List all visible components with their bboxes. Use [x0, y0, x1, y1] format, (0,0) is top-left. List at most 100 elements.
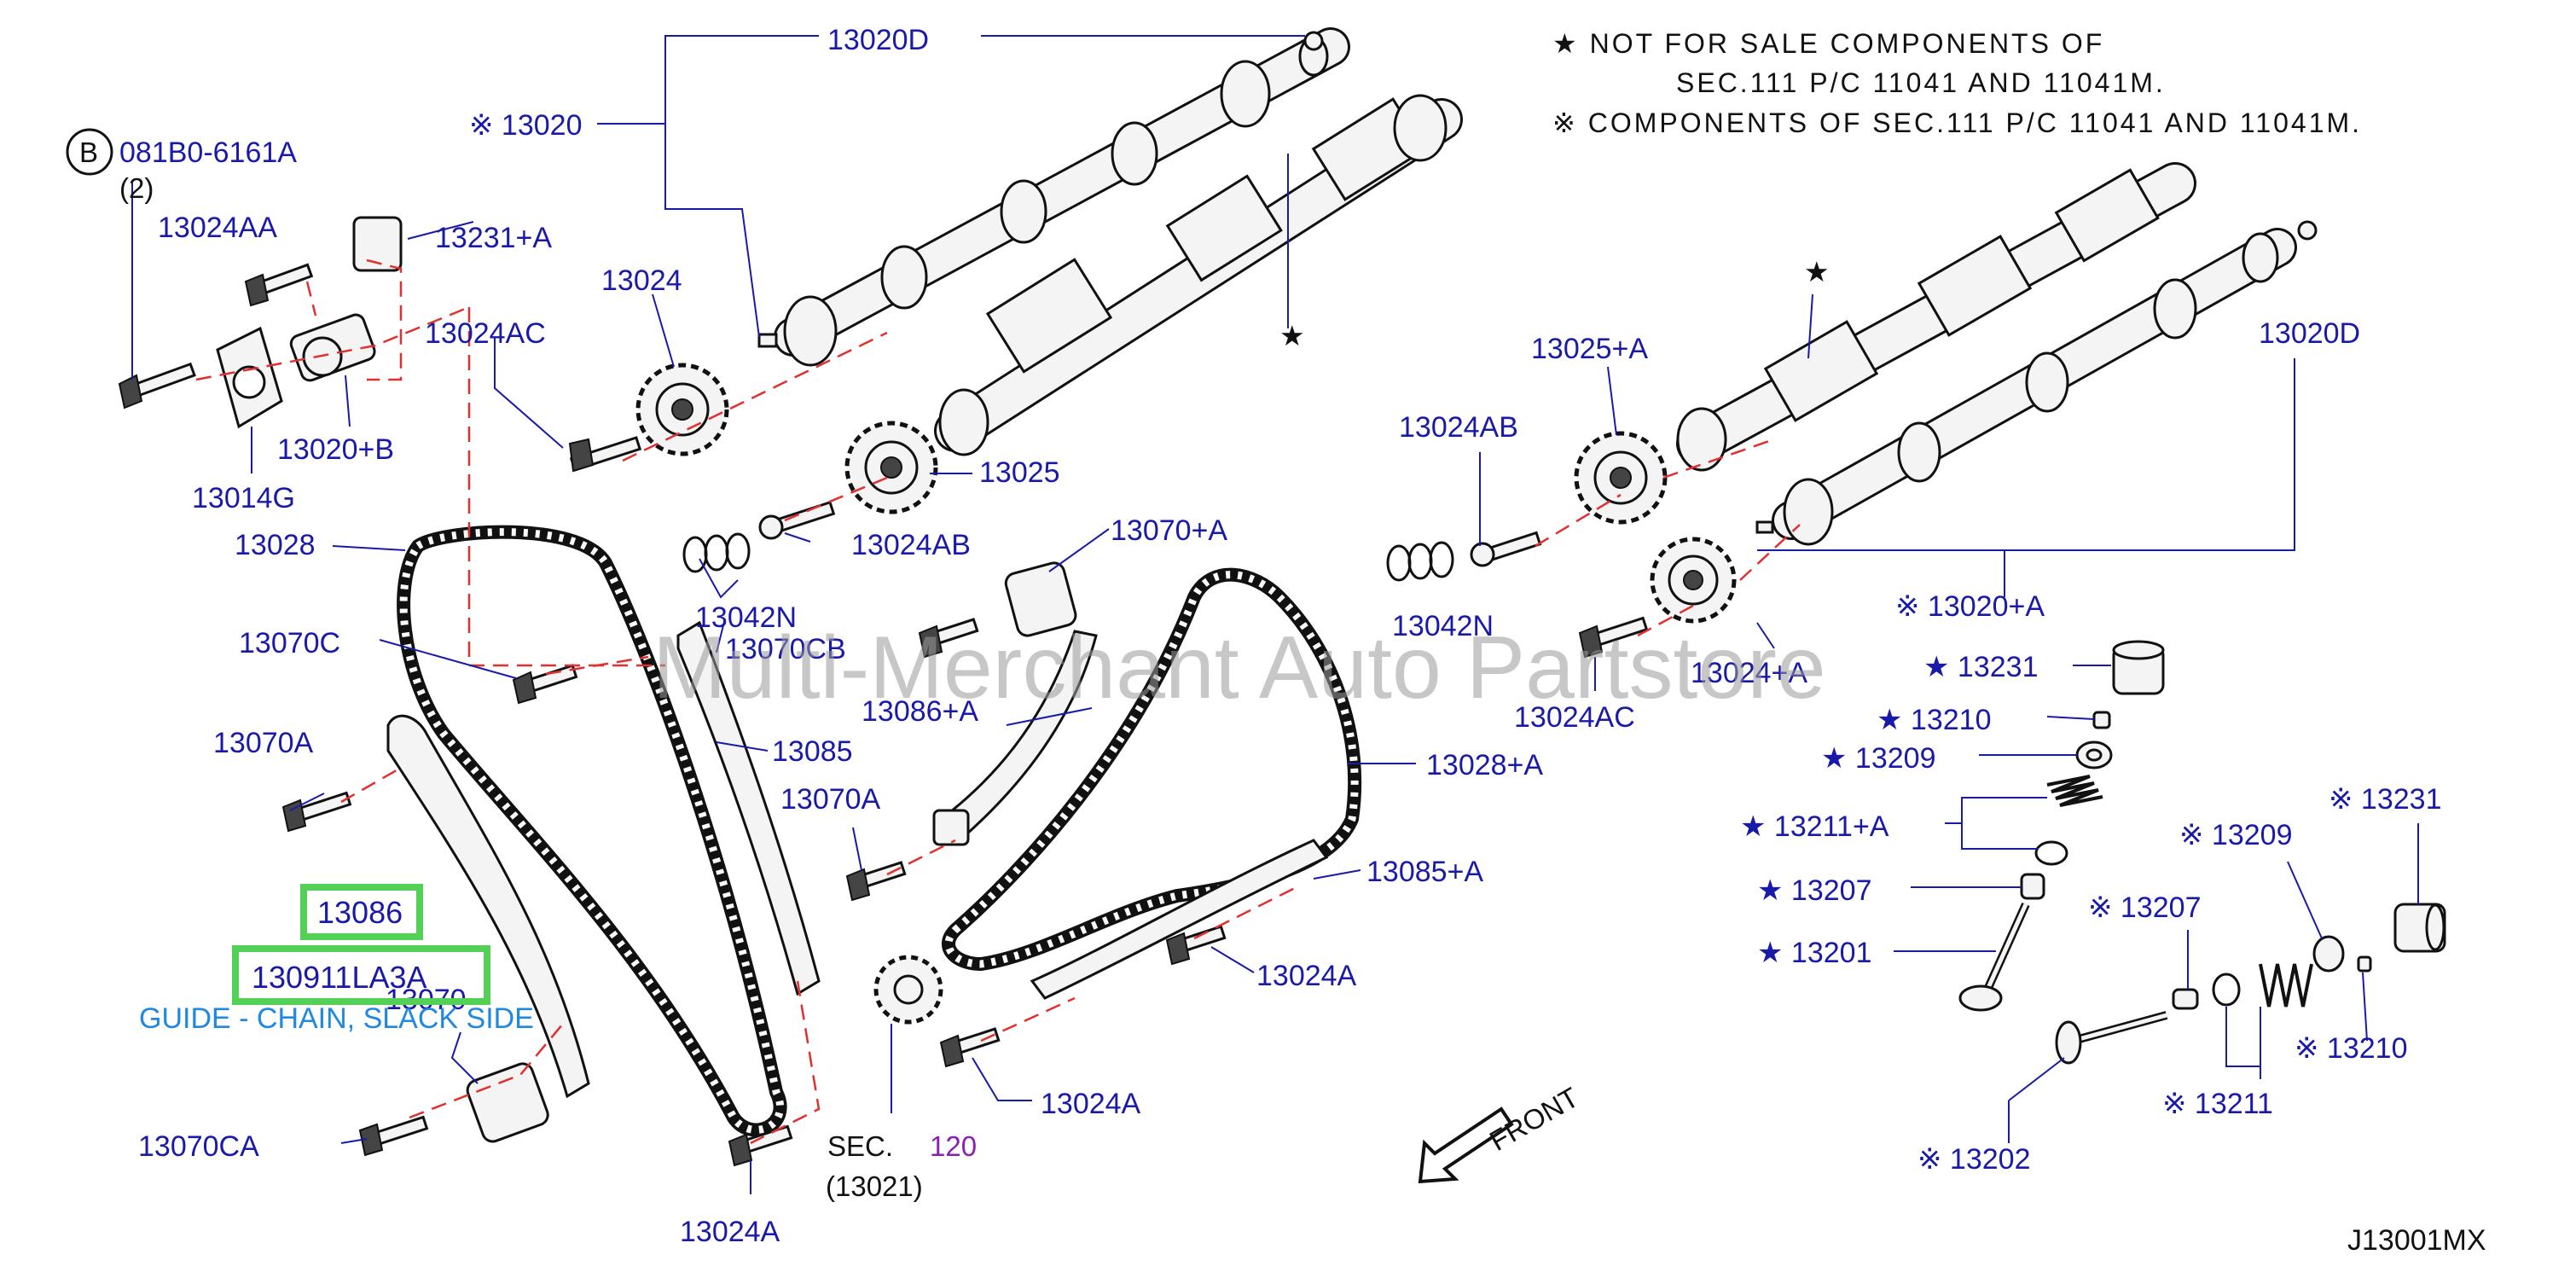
label-13020A[interactable]: ※ 13020+A: [1895, 590, 2045, 623]
retainer-13209-star[interactable]: [2075, 740, 2113, 769]
tappet-13231-kome[interactable]: [2393, 903, 2446, 953]
label-13211-kome[interactable]: ※ 13211: [2162, 1088, 2273, 1120]
bolt-13024AA-upper[interactable]: [244, 263, 314, 307]
tension-guide-13085[interactable]: [676, 620, 821, 996]
label-13028A[interactable]: 13028+A: [1426, 749, 1543, 781]
collet-13210-kome[interactable]: [2357, 955, 2372, 973]
label-13201-star[interactable]: ★ 13201: [1757, 937, 1871, 969]
label-13070C[interactable]: 13070C: [239, 627, 340, 659]
right-intake-camshaft[interactable]: [1676, 162, 2196, 472]
label-13070A-left[interactable]: 13070A: [213, 727, 314, 759]
label-13020[interactable]: ※ 13020: [469, 109, 582, 142]
bolt-13024AA-lower[interactable]: [118, 362, 196, 409]
label-13024A-mid[interactable]: 13024A: [1256, 960, 1357, 992]
bolt-13070A-mid[interactable]: [845, 861, 907, 902]
label-13231-star[interactable]: ★ 13231: [1923, 651, 2038, 683]
timing-chain-13028[interactable]: [397, 525, 787, 1137]
sec-number-link[interactable]: 120: [930, 1130, 977, 1162]
highlighted-part[interactable]: 13086 130911LA3A GUIDE - CHAIN, SLACK SI…: [139, 884, 534, 1035]
label-13024AA[interactable]: 13024AA: [158, 212, 277, 244]
label-13042N-left[interactable]: 13042N: [695, 601, 797, 634]
bolt-13024A-bottom[interactable]: [728, 1124, 793, 1167]
label-13209-kome[interactable]: ※ 13209: [2179, 819, 2292, 851]
highlight-13086[interactable]: 13086: [317, 895, 403, 930]
label-13210-star[interactable]: ★ 13210: [1877, 704, 1991, 736]
collet-13210-star[interactable]: [2092, 711, 2111, 729]
label-13070-plus-A[interactable]: 13070+A: [1111, 514, 1227, 547]
tensioner-13020B[interactable]: [288, 312, 376, 382]
bolt-13070CB[interactable]: [918, 618, 979, 659]
label-13211A-star[interactable]: ★ 13211+A: [1740, 810, 1889, 843]
cam-pin-right[interactable]: [1755, 520, 1774, 534]
bolt-13070CA[interactable]: [358, 1115, 429, 1157]
spring-13211-kome[interactable]: [2212, 963, 2313, 1008]
right-exhaust-camshaft[interactable]: [1772, 228, 2297, 546]
bolt-13024A-mid[interactable]: [1165, 925, 1227, 966]
bolt-13024AC-right[interactable]: [1578, 616, 1649, 659]
callout-part[interactable]: 081B0-6161A: [119, 136, 297, 169]
slack-guide-13086A[interactable]: [932, 630, 1098, 846]
label-13024[interactable]: 13024: [601, 264, 682, 297]
label-13231A-top[interactable]: 13231+A: [435, 222, 552, 254]
label-13024AC-left[interactable]: 13024AC: [425, 317, 546, 350]
bolt-13070A-left[interactable]: [281, 791, 352, 833]
sprocket-13025A[interactable]: [1574, 431, 1668, 525]
timing-chain-13028A[interactable]: [942, 567, 1362, 972]
tappet-13231-star[interactable]: [2112, 640, 2165, 695]
label-13024A-plus[interactable]: 13024+A: [1691, 657, 1807, 689]
o-rings-13042N-right[interactable]: [1386, 541, 1454, 582]
valve-13202-kome[interactable]: [2055, 1011, 2168, 1065]
bolt-13024A-low[interactable]: [939, 1027, 1001, 1068]
label-13070CA[interactable]: 13070CA: [138, 1130, 259, 1163]
label-13207-star[interactable]: ★ 13207: [1757, 874, 1871, 907]
label-13020B[interactable]: 13020+B: [277, 433, 394, 466]
seal-13207-star[interactable]: [2020, 873, 2045, 900]
bolt-13024AB-mid[interactable]: [758, 501, 836, 540]
label-13231-kome[interactable]: ※ 13231: [2329, 783, 2441, 816]
sprocket-13025[interactable]: [844, 421, 938, 514]
label-13085[interactable]: 13085: [772, 735, 853, 768]
highlight-part-number[interactable]: 130911LA3A: [252, 960, 427, 995]
label-13042N-right[interactable]: 13042N: [1392, 610, 1494, 642]
label-13086A[interactable]: 13086+A: [862, 695, 978, 728]
label-13025A[interactable]: 13025+A: [1531, 333, 1648, 365]
crank-sprocket[interactable]: [873, 955, 943, 1025]
label-13024A-bottom[interactable]: 13024A: [680, 1216, 780, 1248]
sec-reference[interactable]: SEC. 120 (13021): [826, 1130, 977, 1202]
cam-plug-right[interactable]: [2297, 220, 2318, 241]
bolt-13024AC-left[interactable]: [568, 436, 642, 473]
label-13070CB[interactable]: 13070CB: [725, 633, 846, 665]
label-13202-kome[interactable]: ※ 13202: [1917, 1143, 2030, 1176]
spring-13211A-star[interactable]: [2034, 775, 2103, 866]
valve-13201-star[interactable]: [1958, 902, 2030, 1012]
bolt-13024AB-right[interactable]: [1470, 531, 1542, 567]
left-intake-camshaft[interactable]: [934, 94, 1463, 456]
tensioner-13070[interactable]: [465, 1061, 551, 1145]
tappet-13231A[interactable]: [352, 216, 403, 272]
label-13209-star[interactable]: ★ 13209: [1821, 742, 1935, 775]
slack-guide-13086[interactable]: [386, 714, 590, 1099]
o-rings-13042N-left[interactable]: [682, 532, 751, 573]
label-13085A[interactable]: 13085+A: [1366, 856, 1483, 888]
label-13070A-mid[interactable]: 13070A: [780, 783, 881, 816]
label-13024AC-right[interactable]: 13024AC: [1514, 701, 1635, 734]
label-13025[interactable]: 13025: [979, 456, 1060, 489]
label-13028[interactable]: 13028: [235, 529, 316, 561]
cam-pin-left[interactable]: [757, 333, 778, 348]
label-13020D-top[interactable]: 13020D: [827, 24, 929, 56]
cam-plug-left[interactable]: [1303, 31, 1324, 51]
label-13014G[interactable]: 13014G: [192, 482, 295, 514]
label-13024A-low[interactable]: 13024A: [1041, 1088, 1141, 1120]
bolt-13070C[interactable]: [512, 664, 578, 705]
tension-guide-13085A[interactable]: [1030, 839, 1329, 1000]
tensioner-13070A-plus[interactable]: [1004, 560, 1078, 638]
retainer-13209-kome[interactable]: [2312, 935, 2345, 973]
label-13210-kome[interactable]: ※ 13210: [2295, 1032, 2407, 1065]
label-13024AB-right[interactable]: 13024AB: [1399, 411, 1518, 444]
label-13024AB-mid[interactable]: 13024AB: [851, 529, 971, 561]
seal-13207-kome[interactable]: [2172, 988, 2199, 1010]
gasket-13014G[interactable]: [216, 326, 283, 429]
sprocket-13024A-plus[interactable]: [1650, 537, 1737, 624]
label-13207-kome[interactable]: ※ 13207: [2088, 891, 2201, 924]
label-13020D-right[interactable]: 13020D: [2259, 317, 2360, 350]
